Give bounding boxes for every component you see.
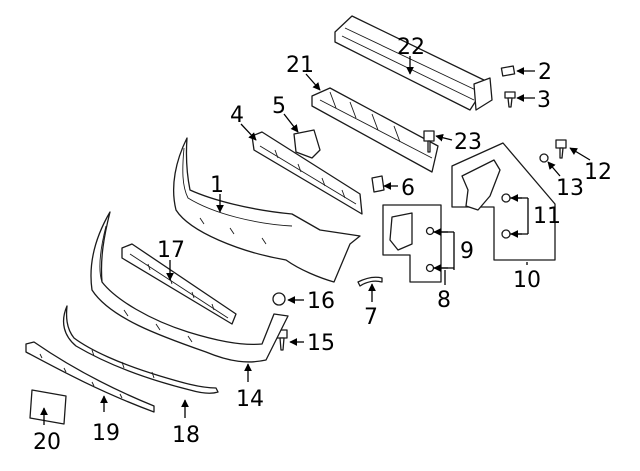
bracket-panel-group	[382, 204, 442, 283]
callout-7: 7	[364, 305, 378, 330]
callout-18: 18	[172, 423, 200, 448]
callout-3: 3	[537, 88, 551, 113]
callout-11: 11	[533, 204, 561, 229]
license-plate-bracket	[29, 389, 67, 425]
energy-absorber	[311, 87, 439, 173]
reinforcement-beam	[334, 15, 493, 111]
callout-23: 23	[454, 130, 482, 155]
screw	[504, 91, 516, 108]
callout-6: 6	[401, 176, 415, 201]
grille-support	[251, 131, 363, 215]
bumper-cover-upper	[173, 137, 361, 283]
screw	[276, 329, 288, 351]
washer	[539, 153, 549, 163]
callout-labels: 1 2 3 4 5 6 7 8 9 10 11 12 13 14 15 16 1…	[33, 35, 612, 455]
callout-9: 9	[460, 239, 474, 264]
callout-12: 12	[584, 160, 612, 185]
callout-19: 19	[92, 421, 120, 446]
callout-2: 2	[538, 60, 552, 85]
callout-5: 5	[272, 94, 286, 119]
callout-20: 20	[33, 430, 61, 455]
bumper-lower-fascia	[90, 211, 289, 363]
leader-line-12	[569, 147, 591, 161]
callout-10: 10	[513, 268, 541, 293]
leader-line-21	[305, 73, 321, 91]
skid-plate	[62, 305, 219, 394]
callout-8: 8	[437, 288, 451, 313]
callout-13: 13	[556, 176, 584, 201]
clip	[371, 175, 385, 193]
callout-14: 14	[236, 387, 264, 412]
bolt	[423, 130, 435, 153]
mounting-panel-group	[451, 142, 556, 261]
nut	[500, 65, 516, 77]
bracket	[293, 129, 321, 159]
callout-1: 1	[210, 173, 224, 198]
leader-lines	[40, 56, 591, 425]
lower-grille	[121, 243, 237, 325]
lower-trim-strip	[25, 341, 155, 413]
bolt	[555, 139, 567, 159]
callout-16: 16	[307, 289, 335, 314]
leader-line-23	[435, 133, 453, 142]
trim-strip	[357, 276, 383, 287]
callout-17: 17	[157, 238, 185, 263]
leader-line-4	[240, 123, 257, 141]
leader-line-5	[283, 113, 299, 133]
callout-22: 22	[397, 35, 425, 60]
callout-4: 4	[230, 103, 244, 128]
callout-21: 21	[286, 53, 314, 78]
nut	[272, 292, 286, 306]
callout-15: 15	[307, 331, 335, 356]
leader-line-13	[547, 161, 561, 177]
